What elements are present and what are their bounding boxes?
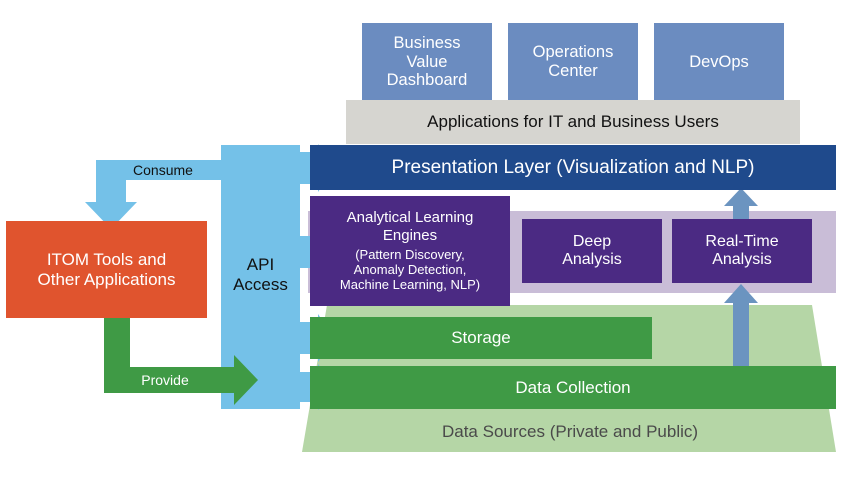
arrow-collection-to-realtime bbox=[724, 284, 758, 366]
provide-label: Provide bbox=[141, 371, 189, 388]
deep-analysis: Deep Analysis bbox=[522, 219, 662, 283]
consume-label: Consume bbox=[133, 161, 193, 178]
top-app-devops: DevOps bbox=[654, 23, 784, 101]
provide-arrow bbox=[104, 318, 258, 405]
consume-arrow bbox=[85, 160, 221, 229]
analytics-detail: (Pattern Discovery, Anomaly Detection, M… bbox=[339, 246, 481, 292]
arrow-realtime-to-presentation bbox=[724, 188, 758, 219]
top-app-operations-center: Operations Center bbox=[508, 23, 638, 101]
data-collection-layer: Data Collection bbox=[310, 366, 836, 409]
analytical-learning-engines: Analytical Learning Engines (Pattern Dis… bbox=[310, 196, 510, 306]
real-time-analysis: Real-Time Analysis bbox=[672, 219, 812, 283]
top-app-business-value-dashboard: Business Value Dashboard bbox=[362, 23, 492, 101]
data-sources-label: Data Sources (Private and Public) bbox=[441, 422, 699, 442]
applications-bar: Applications for IT and Business Users bbox=[346, 100, 800, 144]
storage-layer: Storage bbox=[310, 317, 652, 359]
itom-tools-box: ITOM Tools and Other Applications bbox=[6, 221, 207, 318]
presentation-layer: Presentation Layer (Visualization and NL… bbox=[310, 145, 836, 190]
api-access-label: API Access bbox=[233, 255, 288, 294]
analytics-title: Analytical Learning Engines bbox=[346, 209, 474, 244]
